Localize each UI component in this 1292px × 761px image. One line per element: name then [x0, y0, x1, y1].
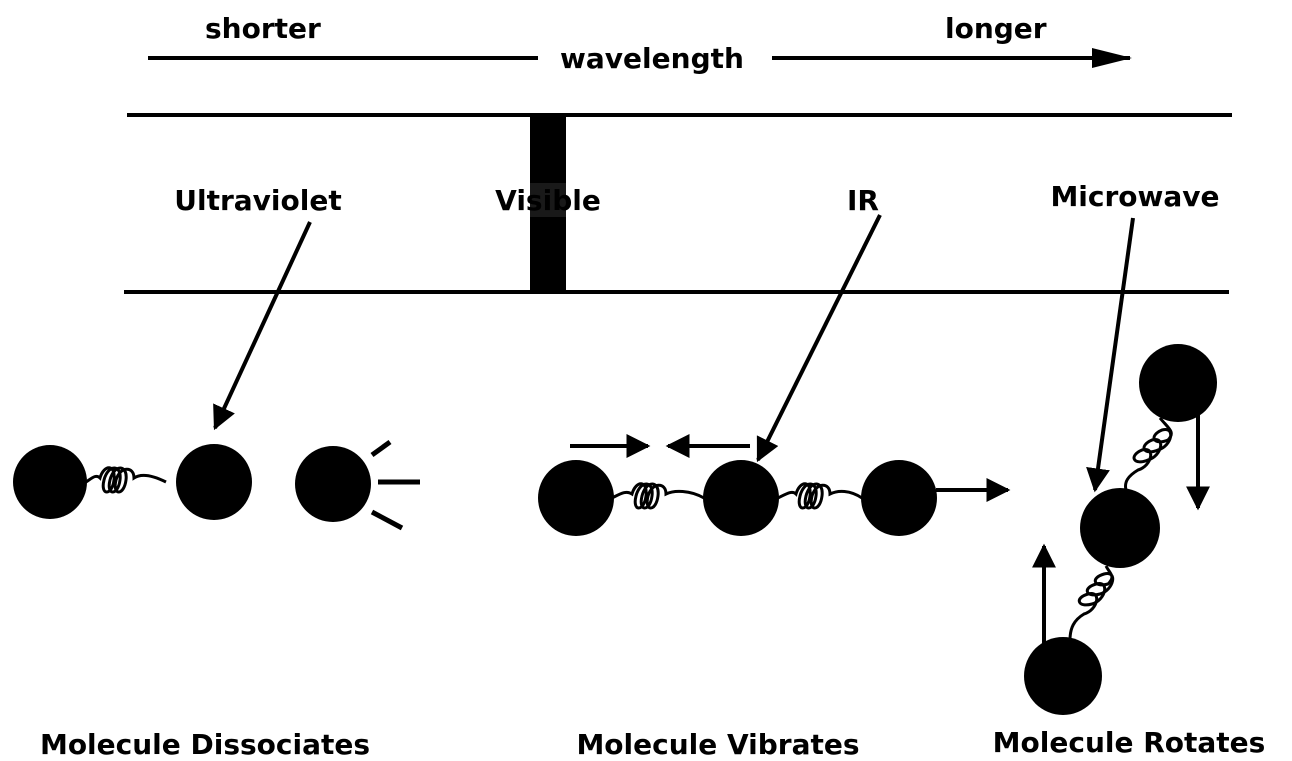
- ir-pointer-arrow: [758, 215, 880, 460]
- atom: [703, 460, 779, 536]
- atom: [1080, 488, 1160, 568]
- ultraviolet-pointer-arrow: [215, 222, 310, 428]
- rotating-molecule: [1024, 344, 1217, 715]
- spring-bond: [778, 484, 862, 508]
- spring-bond: [86, 468, 166, 492]
- region-label-microwave: Microwave: [1050, 180, 1219, 213]
- atom: [1139, 344, 1217, 422]
- wavelength-label: wavelength: [560, 42, 744, 75]
- atom: [1024, 637, 1102, 715]
- region-label-ir: IR: [847, 184, 879, 217]
- burst-line: [372, 442, 390, 455]
- dissociating-molecule: [13, 442, 420, 528]
- vibrating-molecule: [538, 446, 1008, 536]
- atom: [538, 460, 614, 536]
- spring-bond: [1126, 418, 1172, 490]
- region-label-ultraviolet: Ultraviolet: [174, 184, 341, 217]
- microwave-pointer-arrow: [1095, 218, 1133, 490]
- atom: [861, 460, 937, 536]
- shorter-label: shorter: [205, 12, 321, 45]
- burst-line: [372, 512, 402, 528]
- spring-bond: [612, 484, 704, 508]
- atom: [295, 446, 371, 522]
- region-label-visible-group: Visible: [480, 178, 616, 220]
- spring-bond: [1070, 566, 1113, 640]
- caption-vibrates: Molecule Vibrates: [576, 728, 859, 761]
- atom: [13, 445, 87, 519]
- longer-label: longer: [945, 12, 1047, 45]
- atom: [176, 444, 252, 520]
- caption-rotates: Molecule Rotates: [993, 726, 1266, 759]
- caption-dissociates: Molecule Dissociates: [40, 728, 370, 761]
